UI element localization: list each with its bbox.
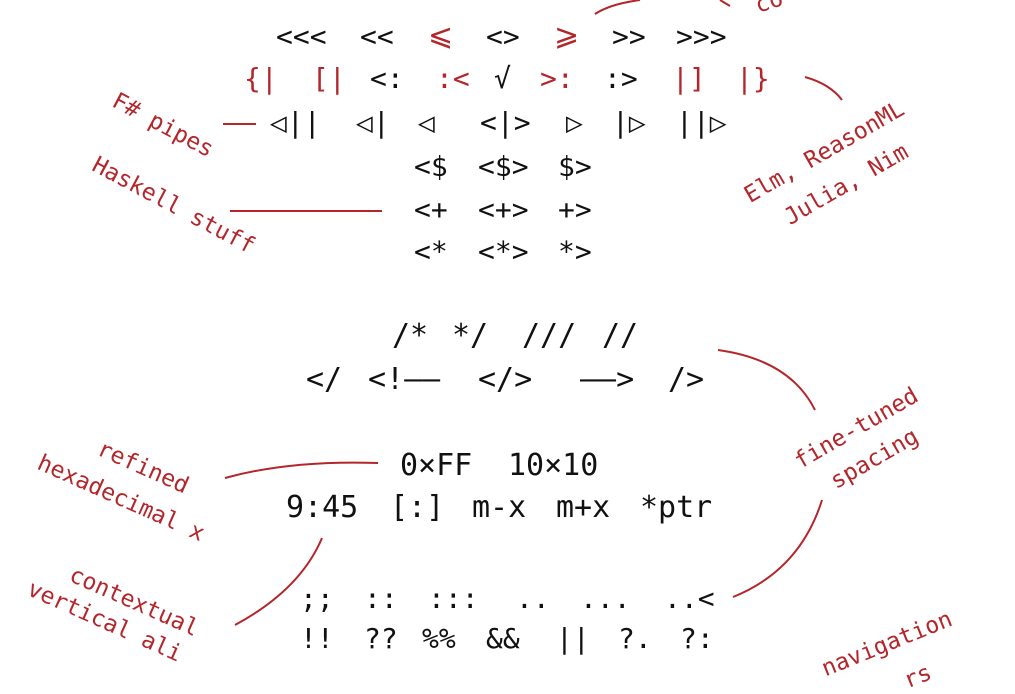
slice-sample: [:] [390,490,445,525]
ligature-double-right: >> [612,20,646,53]
ligature-double-colon: :: [364,582,398,615]
ligature-triple-colon: ::: [428,582,479,615]
ligature-double-dot: .. [516,582,550,615]
ligature-double-percent: %% [422,622,456,655]
ligature-greater-colon: >: [540,62,574,95]
ligature-double-ampersand: && [486,622,520,655]
ligature-colon-less: :< [436,62,470,95]
annotation-navigation-2: rs [900,659,936,694]
ligature-pipe-back-double: ◁|| [270,106,321,139]
ligature-comment-open: /* [392,318,429,353]
minus-sample: m-x [472,490,527,525]
connector-contextual [234,537,323,626]
ligature-less-colon: <: [370,62,404,95]
ligature-bracket-bar: [| [312,62,346,95]
connector-co-tail [719,0,731,7]
ligature-triple-left: <<< [276,20,327,53]
ligature-elvis: ?: [680,622,714,655]
connector-finetuned-top [717,349,816,411]
ligature-star-both: <*> [478,235,529,268]
ligature-triangle-both: <|> [480,106,531,139]
ligature-less-equal: ⩽ [428,18,454,53]
connector-hex [224,461,379,479]
pointer-sample: *ptr [640,490,713,525]
ligature-triple-right: >>> [676,20,727,53]
ligature-self-close: /> [668,362,705,397]
ligature-html-comment: <!—— [368,362,441,397]
ligature-dollar-both: <$> [478,150,529,183]
ligature-double-question: ?? [364,622,398,655]
ligature-close-tag: </> [478,362,533,397]
ligature-double-bang: !! [300,622,334,655]
ligature-triangle-right: ▷ [566,106,583,139]
ligature-star-left: <* [414,235,448,268]
ligature-triple-slash: /// [522,318,577,353]
ligature-bar-brace: |} [736,62,770,95]
ligature-plus-left: <+ [414,193,448,226]
ligature-sqrt: √ [494,62,511,95]
ligature-pipe-forward: |▷ [612,106,646,139]
ligature-star-right: *> [558,235,592,268]
ligature-pipe-forward-double: ||▷ [676,106,727,139]
ligature-triangle-left: ◁ [418,106,435,139]
ligature-comment-close: */ [452,318,489,353]
ligature-greater-equal: ⩾ [554,18,580,53]
ligature-double-left: << [360,20,394,53]
ligature-double-bar: || [556,622,590,655]
ligature-ellipsis: ... [580,582,631,615]
ligature-double-slash: // [602,318,639,353]
ligature-close-tag-open: </ [306,362,343,397]
time-sample: 9:45 [286,490,359,525]
ligature-dollar-left: <$ [414,150,448,183]
ligature-optional-chain: ?. [618,622,652,655]
ligature-plus-both: <+> [478,193,529,226]
connector-finetuned-bottom [732,499,823,598]
hex-sample: 0×FF [400,448,473,483]
connector-elm [804,76,843,101]
connector-lines [223,0,843,626]
ligature-pipe-back: ◁| [356,106,390,139]
plus-sample: m+x [556,490,611,525]
ligature-range-less: ..< [664,582,715,615]
ligature-double-semicolon: ;; [300,582,334,615]
ligature-diamond: <> [486,20,520,53]
ligature-dollar-right: $> [558,150,592,183]
ligature-plus-right: +> [558,193,592,226]
ligature-brace-bar: {| [244,62,278,95]
ligature-bar-bracket: |] [672,62,706,95]
ligature-colon-greater: :> [604,62,638,95]
ligature-long-arrow: ——> [580,362,635,397]
times-sample: 10×10 [508,448,599,483]
connector-co [594,0,641,15]
